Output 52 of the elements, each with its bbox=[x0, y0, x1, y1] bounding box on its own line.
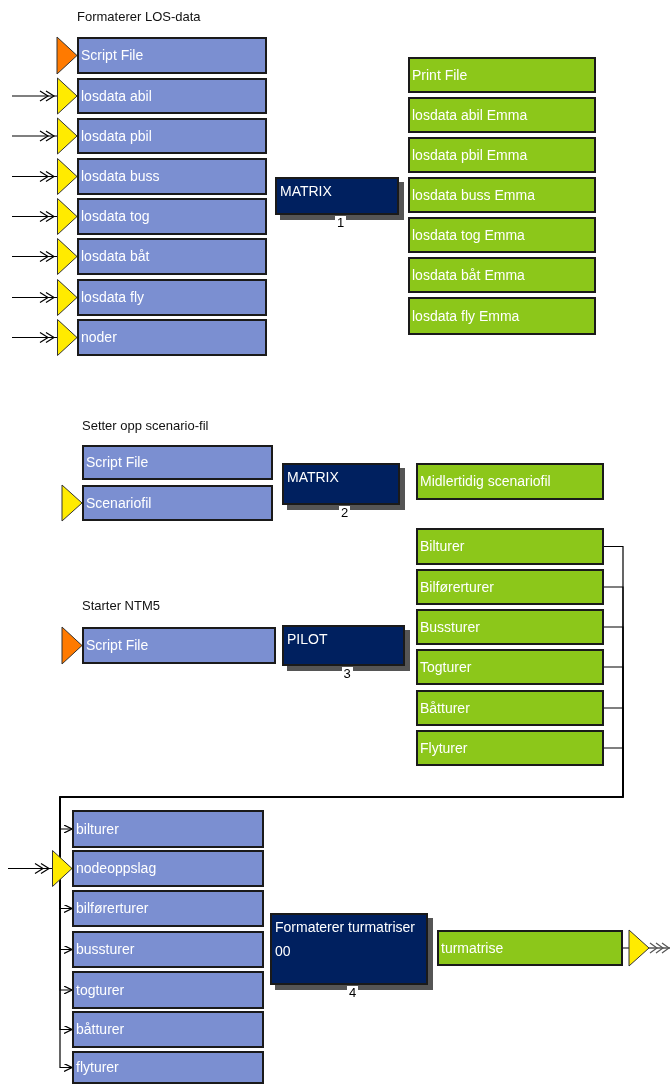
output-file-box: losdata fly Emma bbox=[408, 297, 596, 335]
arrow bbox=[11, 117, 78, 155]
input-file-box: Script File bbox=[82, 445, 273, 480]
input-file-box: losdata buss bbox=[77, 158, 267, 195]
group-title: Formaterer LOS-data bbox=[77, 9, 201, 24]
input-file-box: flyturer bbox=[72, 1051, 264, 1084]
input-file-box: togturer bbox=[72, 971, 264, 1009]
input-file-box: noder bbox=[77, 319, 267, 356]
program-code: 00 bbox=[275, 943, 292, 960]
input-file-box: Script File bbox=[77, 37, 267, 74]
input-file-box: losdata tog bbox=[77, 198, 267, 235]
group-title: Setter opp scenario-fil bbox=[82, 418, 209, 433]
input-file-box: bilturer bbox=[72, 810, 264, 848]
output-file-box: losdata abil Emma bbox=[408, 97, 596, 133]
input-file-box: bilførerturer bbox=[72, 890, 264, 927]
input-file-box: losdata abil bbox=[77, 78, 267, 114]
connector-line bbox=[59, 747, 624, 1073]
arrow bbox=[7, 850, 73, 887]
input-file-box: losdata fly bbox=[77, 279, 267, 316]
input-file-box: Scenariofil bbox=[82, 485, 273, 521]
output-file-box: Midlertidig scenariofil bbox=[416, 463, 604, 500]
program-label: Formaterer turmatriser bbox=[275, 919, 417, 936]
output-file-box: turmatrise bbox=[437, 930, 623, 966]
output-file-box: Båtturer bbox=[416, 690, 604, 726]
input-file-box: nodeoppslag bbox=[72, 850, 264, 887]
connector-line bbox=[59, 707, 624, 1035]
output-file-box: Flyturer bbox=[416, 730, 604, 766]
input-file-box: båtturer bbox=[72, 1011, 264, 1048]
output-file-box: Bilførerturer bbox=[416, 569, 604, 605]
connector-line bbox=[59, 666, 624, 995]
input-file-box: losdata båt bbox=[77, 238, 267, 275]
input-file-box: losdata pbil bbox=[77, 118, 267, 154]
connector-line bbox=[59, 545, 624, 834]
arrow bbox=[11, 77, 78, 115]
connector-line bbox=[59, 626, 624, 955]
arrow bbox=[11, 319, 78, 356]
output-file-box: Print File bbox=[408, 57, 596, 93]
arrow bbox=[11, 198, 78, 235]
output-file-box: losdata tog Emma bbox=[408, 217, 596, 253]
output-file-box: losdata buss Emma bbox=[408, 177, 596, 213]
group-title: Starter NTM5 bbox=[82, 598, 160, 613]
connector-line bbox=[59, 586, 624, 914]
output-file-box: Bussturer bbox=[416, 609, 604, 645]
input-file-box: bussturer bbox=[72, 931, 264, 968]
arrow bbox=[11, 158, 78, 195]
input-file-box: Script File bbox=[82, 627, 276, 664]
arrow bbox=[11, 279, 78, 316]
output-file-box: Togturer bbox=[416, 649, 604, 685]
output-file-box: losdata båt Emma bbox=[408, 257, 596, 293]
arrow bbox=[11, 238, 78, 275]
output-file-box: Bilturer bbox=[416, 528, 604, 565]
output-file-box: losdata pbil Emma bbox=[408, 137, 596, 173]
